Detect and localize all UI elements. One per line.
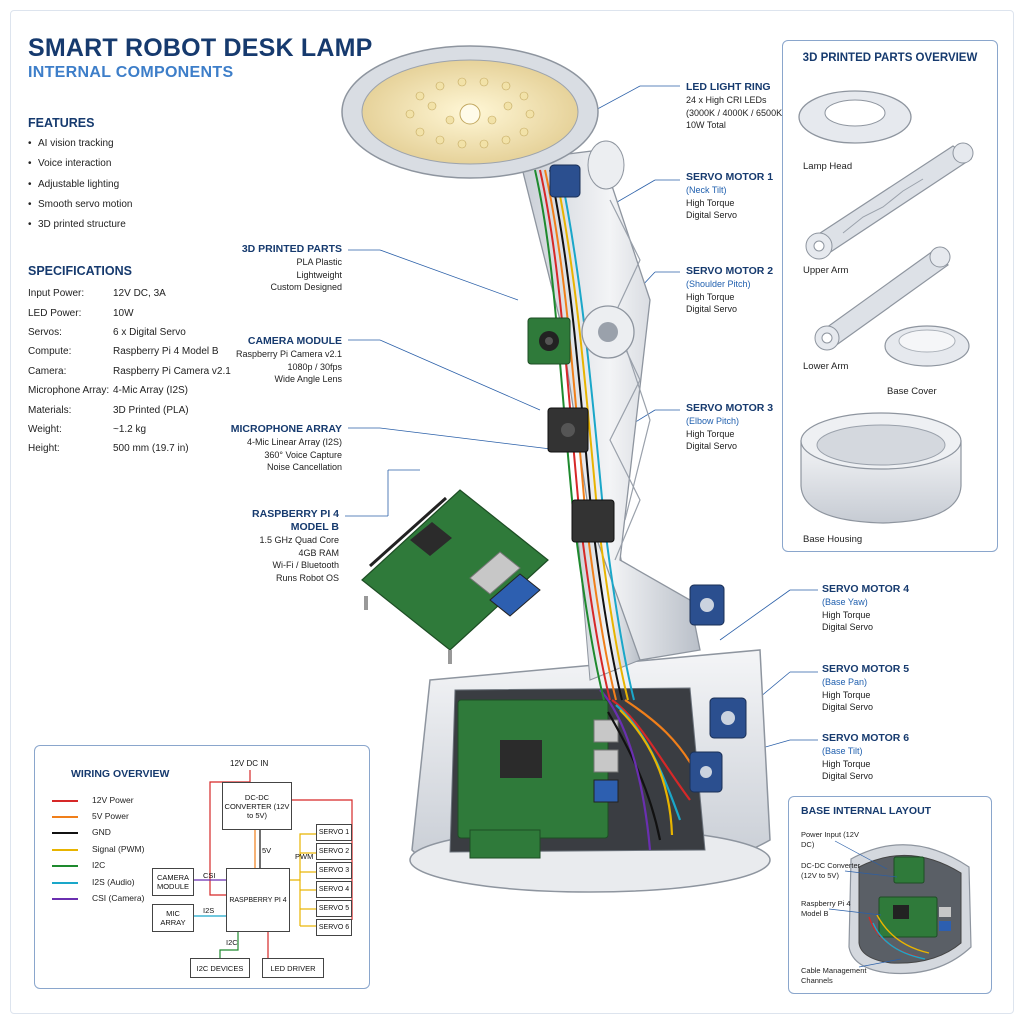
wiring-mic-array: MIC ARRAY (152, 904, 194, 932)
wiring-servo-3: SERVO 3 (316, 862, 352, 879)
callout-camera-module: CAMERA MODULE Raspberry Pi Camera v2.1 1… (235, 335, 342, 384)
callout-led-ring: LED LIGHT RING 24 x High CRI LEDs (3000K… (686, 81, 786, 130)
specs-table: Input Power:12V DC, 3A LED Power:10W Ser… (28, 284, 231, 459)
wiring-servo-6: SERVO 6 (316, 919, 352, 936)
legend-swatch (52, 831, 78, 834)
parts-overview-illustrations (798, 90, 974, 524)
base-label-cable-channels: Cable Management Channels (801, 966, 867, 985)
legend-item-gnd: GND (52, 826, 111, 838)
callout-servo-1: SERVO MOTOR 1 (Neck Tilt) High Torque Di… (686, 171, 774, 220)
base-label-dc-dc: DC-DC Converter (12V to 5V) (801, 861, 861, 880)
wiring-overview-title: WIRING OVERVIEW (71, 768, 170, 780)
legend-swatch (52, 815, 78, 818)
wiring-overview-panel: WIRING OVERVIEW (34, 745, 370, 989)
callout-raspberry-pi: RASPBERRY PI 4 MODEL B 1.5 GHz Quad Core… (252, 508, 339, 583)
legend-item-i2s: I2S (Audio) (52, 876, 135, 888)
legend-item-i2c: I2C (52, 859, 105, 871)
callout-microphone-array: MICROPHONE ARRAY 4-Mic Linear Array (I2S… (230, 423, 342, 472)
list-item: •3D printed structure (28, 219, 126, 231)
wiring-input-label: 12V DC IN (230, 759, 269, 768)
table-row: LED Power:10W (28, 307, 134, 319)
parts-overview-panel: 3D PRINTED PARTS OVERVIEW Lamp Head Uppe… (782, 40, 998, 552)
legend-item-5v: 5V Power (52, 810, 129, 822)
wiring-label-pwm: PWM (295, 852, 314, 861)
specs-heading: SPECIFICATIONS (28, 264, 132, 278)
legend-swatch (52, 881, 78, 884)
part-label-upper-arm: Upper Arm (803, 265, 849, 276)
legend-swatch (52, 897, 78, 900)
page-subtitle: INTERNAL COMPONENTS (28, 64, 234, 81)
table-row: Input Power:12V DC, 3A (28, 288, 166, 300)
table-row: Compute:Raspberry Pi 4 Model B (28, 346, 219, 358)
legend-item-12v: 12V Power (52, 794, 134, 806)
wiring-servo-5: SERVO 5 (316, 900, 352, 917)
wiring-servo-2: SERVO 2 (316, 843, 352, 860)
base-layout-illustration (828, 840, 972, 975)
table-row: Height:500 mm (19.7 in) (28, 443, 189, 455)
wiring-led-driver: LED DRIVER (262, 958, 324, 978)
features-heading: FEATURES (28, 116, 95, 130)
callout-servo-5: SERVO MOTOR 5 (Base Pan) High Torque Dig… (822, 663, 910, 712)
table-row: Microphone Array:4-Mic Array (I2S) (28, 385, 189, 397)
part-label-lamp-head: Lamp Head (803, 161, 853, 172)
wiring-label-i2c: I2C (226, 938, 238, 947)
wiring-servo-4: SERVO 4 (316, 881, 352, 898)
legend-swatch (52, 799, 78, 802)
callout-servo-2: SERVO MOTOR 2 (Shoulder Pitch) High Torq… (686, 265, 774, 314)
wiring-label-csi: CSI (203, 871, 216, 880)
table-row: Camera:Raspberry Pi Camera v2.1 (28, 365, 231, 377)
list-item: •AI vision tracking (28, 138, 114, 149)
callout-servo-4: SERVO MOTOR 4 (Base Yaw) High Torque Dig… (822, 583, 910, 632)
page-title: SMART ROBOT DESK LAMP (28, 34, 373, 62)
table-row: Weight:~1.2 kg (28, 423, 147, 435)
wiring-label-i2s: I2S (203, 906, 215, 915)
legend-swatch (52, 848, 78, 851)
part-label-base-housing: Base Housing (803, 534, 863, 545)
callout-3d-printed-parts: 3D PRINTED PARTS PLA Plastic Lightweight… (241, 243, 342, 292)
legend-swatch (52, 864, 78, 867)
page-frame (10, 10, 1014, 1014)
wiring-label-5v: 5V (262, 846, 272, 855)
parts-overview-title: 3D PRINTED PARTS OVERVIEW (802, 52, 978, 64)
wiring-servo-1: SERVO 1 (316, 824, 352, 841)
table-row: Materials:3D Printed (PLA) (28, 404, 189, 416)
part-label-base-cover: Base Cover (887, 386, 937, 397)
list-item: •Smooth servo motion (28, 198, 133, 210)
legend-item-csi: CSI (Camera) (52, 892, 144, 904)
base-label-power-input: Power Input (12V DC) (801, 830, 859, 849)
wiring-i2c-devices: I2C DEVICES (190, 958, 250, 978)
legend-item-signal: Signal (PWM) (52, 843, 144, 855)
wiring-raspberry-pi: RASPBERRY PI 4 (226, 868, 290, 932)
callout-servo-6: SERVO MOTOR 6 (Base Tilt) High Torque Di… (822, 732, 910, 781)
features-list: •AI vision tracking •Voice interaction •… (28, 138, 258, 239)
list-item: •Adjustable lighting (28, 178, 120, 190)
led-dots (405, 77, 535, 149)
wiring-dc-dc-converter: DC-DC CONVERTER (12V to 5V) (222, 782, 292, 830)
base-label-raspberry-pi: Raspberry Pi 4 Model B (801, 899, 851, 918)
base-layout-title: BASE INTERNAL LAYOUT (801, 805, 932, 817)
wiring-camera-module: CAMERA MODULE (152, 868, 194, 896)
list-item: •Voice interaction (28, 158, 112, 170)
part-label-lower-arm: Lower Arm (803, 361, 849, 372)
table-row: Servos:6 x Digital Servo (28, 326, 186, 338)
callout-servo-3: SERVO MOTOR 3 (Elbow Pitch) High Torque … (686, 402, 774, 451)
base-layout-panel: BASE INTERNAL LAYOUT Power Input (12V DC… (788, 796, 992, 994)
